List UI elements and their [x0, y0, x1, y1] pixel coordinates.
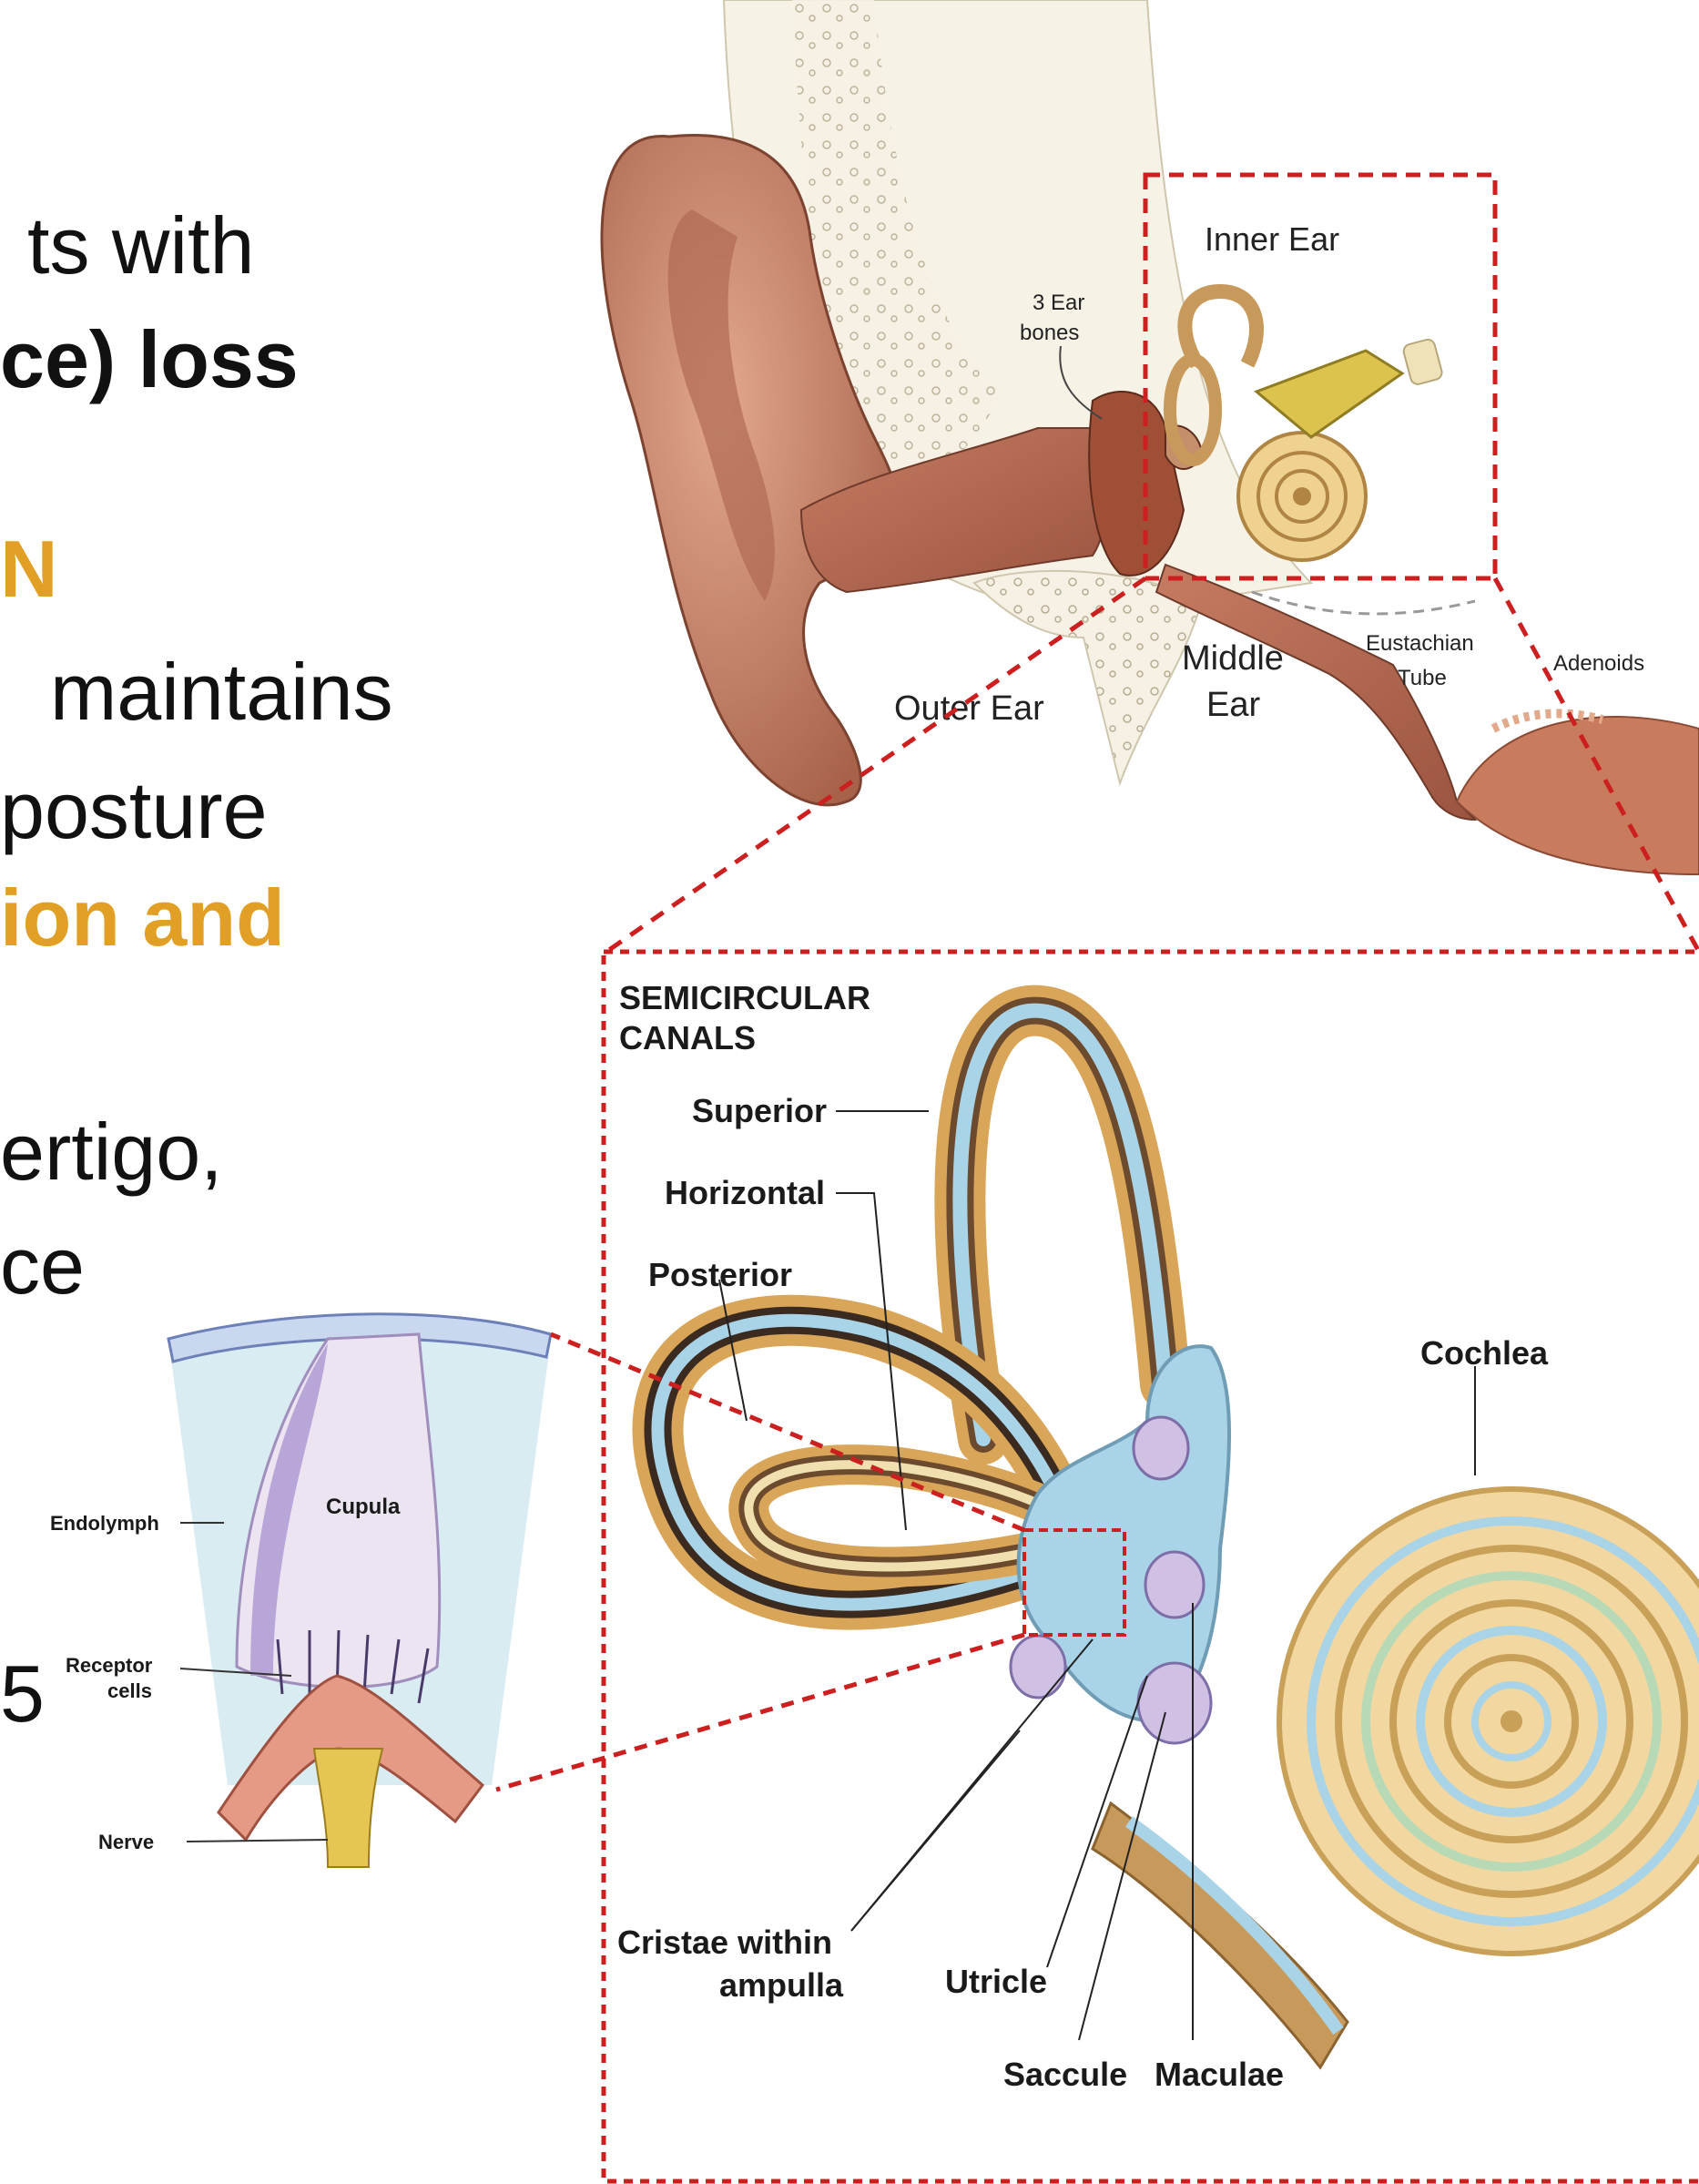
lower-bone	[974, 571, 1202, 783]
eustachian-tube-shape	[1156, 565, 1475, 820]
label-horizontal: Horizontal	[665, 1174, 825, 1211]
label-receptor-1: Receptor	[66, 1654, 153, 1677]
label-cristae-2: ampulla	[719, 1966, 844, 2004]
label-middle-ear-1: Middle	[1182, 639, 1284, 678]
small-canal-1	[1185, 291, 1256, 364]
label-nerve: Nerve	[98, 1831, 154, 1853]
bony-labyrinth	[657, 1011, 1699, 2067]
ampulla-callout-line-bottom	[496, 1635, 1024, 1790]
ampulla-detail	[168, 1314, 551, 1867]
label-endolymph: Endolymph	[50, 1512, 159, 1535]
label-cupula: Cupula	[326, 1495, 401, 1519]
label-outer-ear: Outer Ear	[894, 689, 1044, 728]
label-saccule: Saccule	[1003, 2056, 1127, 2093]
label-utricle: Utricle	[945, 1963, 1047, 2000]
ampulla-1	[1134, 1417, 1188, 1479]
label-maculae: Maculae	[1155, 2056, 1284, 2093]
label-semicircular-1: SEMICIRCULAR	[619, 979, 870, 1016]
label-cochlea: Cochlea	[1420, 1334, 1549, 1372]
label-eustachian-2: Tube	[1398, 666, 1447, 690]
label-inner-ear: Inner Ear	[1205, 220, 1339, 258]
label-receptor-2: cells	[107, 1679, 152, 1702]
adenoid-shape	[1457, 717, 1699, 874]
ampulla-3	[1011, 1636, 1065, 1698]
label-semicircular-2: CANALS	[619, 1019, 756, 1056]
cochlea-spiral	[1279, 1489, 1699, 1954]
label-ear-bones-2: bones	[1020, 321, 1079, 345]
label-eustachian-1: Eustachian	[1366, 631, 1474, 656]
label-cristae-1: Cristae within	[617, 1924, 832, 1961]
label-middle-ear-2: Ear	[1206, 686, 1260, 724]
label-ear-bones-1: 3 Ear	[1033, 291, 1084, 315]
ampulla-2	[1145, 1552, 1204, 1618]
auditory-nerve	[1256, 351, 1402, 437]
ear-cross-section: Inner Ear 3 Ear bones Middle Ear Outer E…	[602, 0, 1699, 874]
saccule-shape	[1138, 1663, 1211, 1743]
label-superior: Superior	[692, 1092, 827, 1129]
label-posterior: Posterior	[648, 1256, 792, 1293]
nerve-shape	[314, 1749, 382, 1867]
label-adenoids: Adenoids	[1553, 651, 1644, 676]
